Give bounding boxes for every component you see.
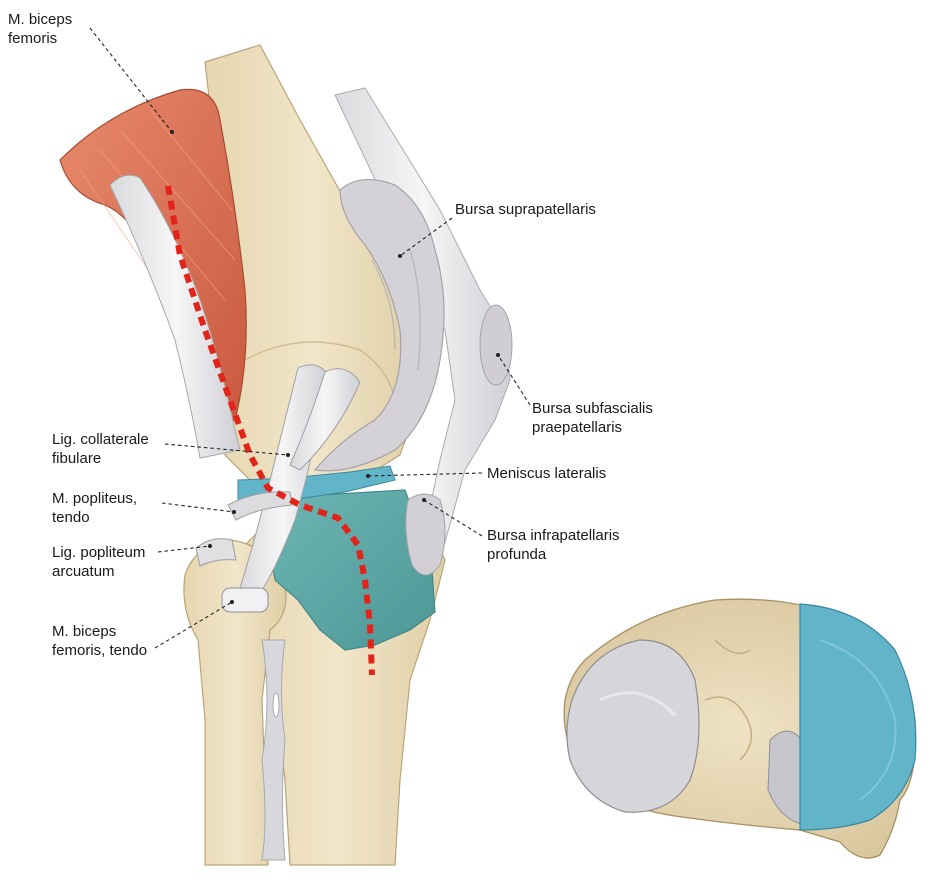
label-bursa-infrapatellaris: Bursa infrapatellaris profunda xyxy=(487,527,624,563)
annotations: M. biceps femoris Bursa suprapatellaris … xyxy=(8,11,657,659)
leader-bursa-suprapatellaris xyxy=(399,217,453,257)
popliteus-tendon-shape xyxy=(227,491,293,521)
medial-condyle-surface xyxy=(566,639,700,813)
knee-lateral-view xyxy=(59,44,513,866)
interosseous-membrane xyxy=(261,639,286,861)
bursa-infrapatellaris-shape xyxy=(405,493,446,576)
leader-biceps-femoris xyxy=(89,27,173,133)
label-meniscus-lateralis: Meniscus lateralis xyxy=(487,465,606,482)
label-bursa-suprapatellaris: Bursa suprapatellaris xyxy=(455,201,596,218)
incision-line xyxy=(165,185,375,676)
label-lig-collaterale: Lig. collaterale fibulare xyxy=(52,431,153,467)
bursa-suprapatellaris-shape xyxy=(313,179,445,472)
label-biceps-tendo: M. biceps femoris, tendo xyxy=(52,623,147,659)
leader-bursa-infrapatellaris xyxy=(423,499,483,537)
meniscus-lateralis-top xyxy=(799,603,917,831)
label-popliteus-tendo: M. popliteus, tendo xyxy=(52,490,141,526)
leader-biceps-tendo xyxy=(154,601,233,649)
lig-popliteum-arcuatum-shape xyxy=(195,538,237,567)
tibial-plateau-view xyxy=(563,598,917,859)
leader-popliteus-tendo xyxy=(161,502,235,513)
label-bursa-subfascialis: Bursa subfascialis praepatellaris xyxy=(532,400,657,436)
leader-lig-popliteum xyxy=(157,545,211,553)
biceps-tendon-insertion xyxy=(221,587,269,613)
joint-capsule-teal xyxy=(267,489,436,651)
leader-lig-collaterale xyxy=(164,443,289,456)
label-biceps-femoris: M. biceps femoris xyxy=(8,11,76,47)
bursa-subfascialis-shape xyxy=(479,304,513,386)
leader-bursa-subfascialis xyxy=(497,354,531,406)
label-lig-popliteum: Lig. popliteum arcuatum xyxy=(52,544,150,580)
